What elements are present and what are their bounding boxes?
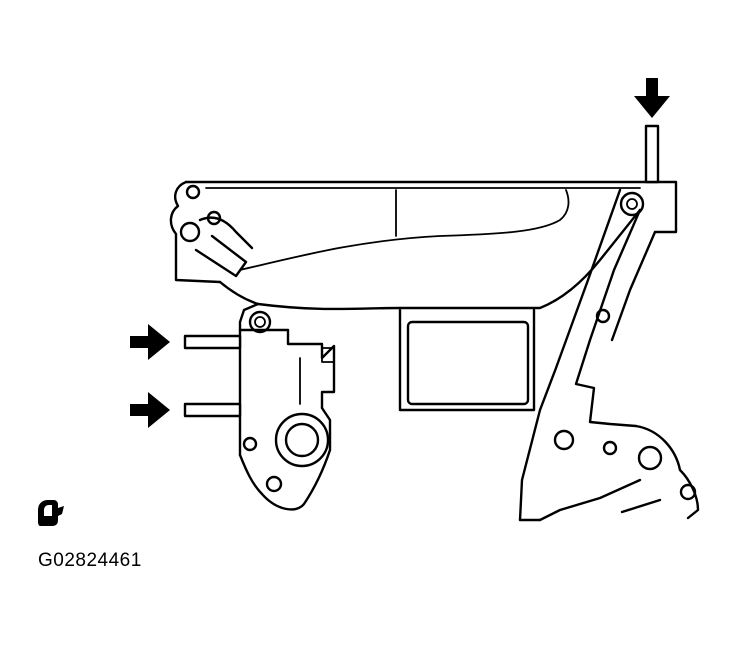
bolt-holes	[179, 184, 697, 501]
cover-outline	[169, 180, 700, 522]
right-arrow-icon	[130, 392, 170, 428]
lower-housing	[238, 328, 336, 511]
down-arrow-icon	[634, 78, 670, 118]
upper-pin	[183, 334, 242, 350]
sealant-icon	[38, 500, 64, 526]
right-arrow-icon	[130, 324, 170, 360]
linkage	[194, 210, 254, 278]
lower-pin	[183, 402, 242, 418]
figure-id-caption: G02824461	[38, 550, 142, 571]
inspection-window	[398, 308, 536, 412]
lower-right-body	[538, 478, 662, 522]
top-pin	[644, 124, 660, 184]
